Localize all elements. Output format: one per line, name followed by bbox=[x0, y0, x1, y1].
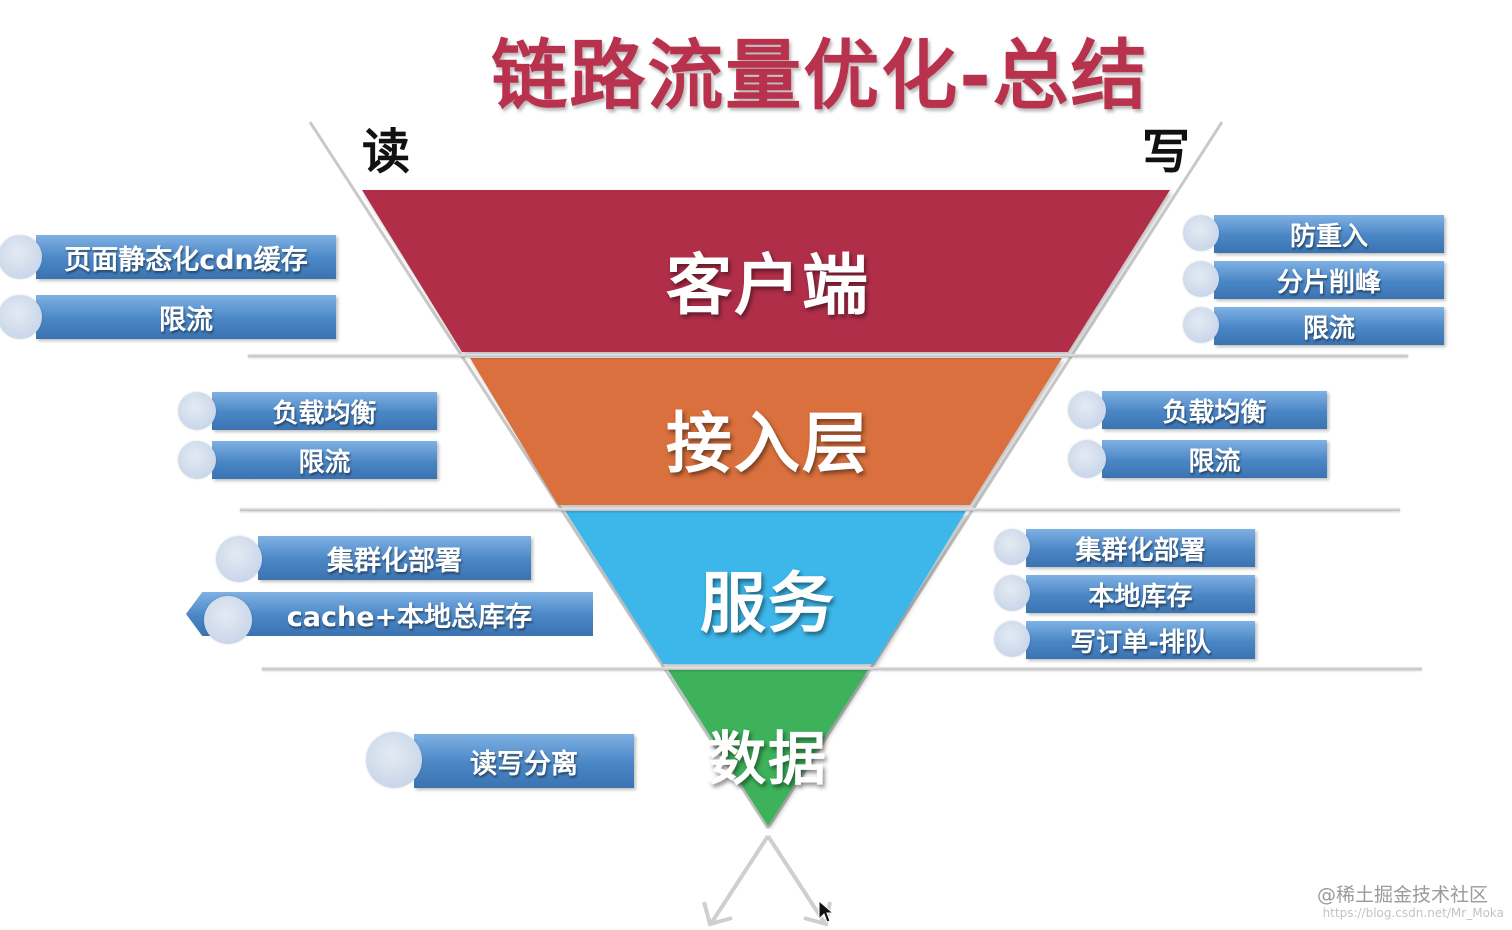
write-tag-service-0: 集群化部署 bbox=[1026, 529, 1255, 567]
read-tag-client-0: 页面静态化cdn缓存 bbox=[36, 235, 336, 279]
write-tag-service-1-bullet bbox=[994, 575, 1030, 611]
bottom-arrows bbox=[702, 834, 832, 927]
write-tag-client-0-bullet bbox=[1183, 215, 1219, 251]
read-tag-client-1: 限流 bbox=[36, 295, 336, 339]
write-tag-client-2-bullet bbox=[1183, 307, 1219, 343]
read-tag-client-1-bullet bbox=[0, 295, 42, 339]
separator-3 bbox=[262, 667, 1422, 670]
write-tag-client-2: 限流 bbox=[1214, 307, 1444, 345]
read-tag-access-1: 限流 bbox=[212, 441, 437, 479]
write-tag-client-0: 防重入 bbox=[1214, 215, 1444, 253]
write-tag-service-2-bullet bbox=[994, 621, 1030, 657]
layer-access-label: 接入层 bbox=[666, 405, 870, 482]
layer-service-band bbox=[565, 511, 966, 664]
watermark-url: https://blog.csdn.net/Mr_Moka bbox=[1322, 906, 1504, 920]
read-tag-data-0-bullet bbox=[366, 732, 422, 788]
read-tag-access-0: 负载均衡 bbox=[212, 392, 437, 430]
write-tag-service-0-bullet bbox=[994, 529, 1030, 565]
separator-1 bbox=[248, 354, 1408, 357]
funnel-left-edge bbox=[308, 121, 770, 829]
write-side-label: 写 bbox=[1142, 124, 1191, 180]
read-tag-access-1-bullet bbox=[178, 441, 216, 479]
write-tag-access-1-bullet bbox=[1068, 440, 1106, 478]
read-tag-service-1: cache+本地总库存 bbox=[186, 592, 593, 636]
layer-client-label: 客户端 bbox=[666, 247, 870, 324]
layer-client-band bbox=[362, 190, 1170, 352]
layer-data-band bbox=[668, 670, 868, 826]
layer-data-label: 数据 bbox=[707, 725, 828, 793]
write-tag-service-1: 本地库存 bbox=[1026, 575, 1255, 613]
read-tag-data-0: 读写分离 bbox=[414, 734, 634, 788]
read-tag-service-0: 集群化部署 bbox=[258, 536, 531, 580]
write-tag-access-1: 限流 bbox=[1102, 440, 1327, 478]
read-tag-access-0-bullet bbox=[178, 392, 216, 430]
read-tag-service-1-bullet bbox=[204, 596, 252, 644]
read-tag-service-0-bullet bbox=[216, 536, 262, 582]
layer-access-band bbox=[470, 358, 1062, 505]
separator-2 bbox=[240, 508, 1400, 511]
layer-service-label: 服务 bbox=[700, 565, 836, 642]
read-tag-client-0-bullet bbox=[0, 235, 42, 279]
write-tag-client-1: 分片削峰 bbox=[1214, 261, 1444, 299]
page-title: 链路流量优化-总结 bbox=[491, 31, 1149, 120]
write-tag-service-2: 写订单-排队 bbox=[1026, 621, 1255, 659]
funnel-right-edge bbox=[766, 121, 1224, 829]
write-tag-access-0-bullet bbox=[1068, 391, 1106, 429]
write-tag-access-0: 负载均衡 bbox=[1102, 391, 1327, 429]
mouse-cursor-icon bbox=[818, 900, 834, 923]
watermark: @稀土掘金技术社区 bbox=[1316, 884, 1488, 906]
read-side-label: 读 bbox=[362, 124, 411, 180]
write-tag-client-1-bullet bbox=[1183, 261, 1219, 297]
